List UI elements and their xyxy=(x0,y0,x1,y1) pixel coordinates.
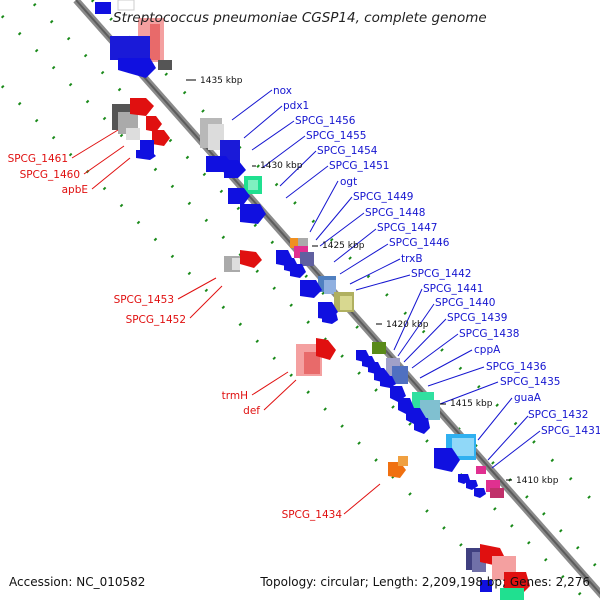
tick-label: 1435 kbp xyxy=(200,76,243,86)
gene-arrow xyxy=(466,480,478,490)
gene-feature xyxy=(420,400,440,420)
gc-track-inner-right xyxy=(90,0,600,510)
gene-arrow xyxy=(414,418,430,434)
gene-feature xyxy=(480,580,492,592)
gene-label: SPCG_1434 xyxy=(282,509,343,521)
topology-text: Topology: circular; Length: 2,209,198 bp… xyxy=(259,575,590,589)
gene-feature xyxy=(110,36,150,60)
gene-feature xyxy=(340,296,352,310)
gene-label: SPCG_1453 xyxy=(114,294,174,306)
gene-arrow xyxy=(118,58,156,78)
tick-label: 1410 kbp xyxy=(516,476,559,486)
gene-label: SPCG_1448 xyxy=(365,207,425,219)
map-title: Streptococcus pneumoniae CGSP14, complet… xyxy=(113,10,487,26)
tick-label: 1430 kbp xyxy=(260,161,303,171)
gene-arrow xyxy=(290,264,306,278)
gene-feature xyxy=(158,60,172,70)
forward-genes xyxy=(95,0,530,600)
gene-arrow xyxy=(474,488,486,498)
gene-feature xyxy=(304,352,320,374)
gene-label: SPCG_1441 xyxy=(423,283,483,295)
gene-label: pdx1 xyxy=(283,100,309,112)
tick-labels: 1435 kbp 1430 kbp 1425 kbp 1420 kbp 1415… xyxy=(200,76,559,486)
gene-label: SPCG_1431 xyxy=(541,425,600,437)
gene-label: SPCG_1455 xyxy=(306,130,366,142)
gene-feature xyxy=(324,280,336,294)
tick-label: 1415 kbp xyxy=(450,399,493,409)
gene-label: trxB xyxy=(401,253,423,265)
gene-arrow xyxy=(300,280,322,298)
gene-feature xyxy=(500,588,524,600)
gene-label: SPCG_1440 xyxy=(435,297,495,309)
kbp-ticks xyxy=(186,79,512,481)
gene-feature xyxy=(476,466,486,474)
gene-feature xyxy=(126,128,140,140)
gene-label: SPCG_1439 xyxy=(447,312,507,324)
gene-arrow xyxy=(240,250,262,268)
gene-label: SPCG_1446 xyxy=(389,237,450,249)
gene-arrow xyxy=(228,188,250,204)
gene-feature xyxy=(248,180,258,190)
gene-label: guaA xyxy=(514,392,542,404)
gene-feature xyxy=(398,456,408,466)
tick-label: 1425 kbp xyxy=(322,241,365,251)
gene-label: trmH xyxy=(222,390,248,402)
gene-label: cppA xyxy=(474,344,501,356)
gene-feature xyxy=(117,0,135,11)
gene-label: nox xyxy=(273,85,292,97)
gene-arrow xyxy=(146,116,162,132)
reverse-gene-labels: SPCG_1461 SPCG_1460 apbE SPCG_1453 SPCG_… xyxy=(8,153,343,521)
gene-feature xyxy=(300,252,314,266)
gene-feature xyxy=(490,488,504,498)
gene-label: SPCG_1442 xyxy=(411,268,471,280)
gene-label: ogt xyxy=(340,176,357,188)
gene-feature xyxy=(452,438,474,456)
reverse-label-lines xyxy=(71,129,381,515)
gene-label: def xyxy=(243,405,260,417)
gene-arrow xyxy=(434,448,460,472)
gene-label: SPCG_1447 xyxy=(377,222,437,234)
gene-label: SPCG_1449 xyxy=(353,191,413,203)
accession-text: Accession: NC_010582 xyxy=(9,575,145,589)
forward-gene-labels: nox pdx1 SPCG_1456 SPCG_1455 SPCG_1454 S… xyxy=(273,85,600,437)
gene-arrow xyxy=(380,376,396,388)
gene-label: SPCG_1452 xyxy=(126,314,186,326)
tick-label: 1420 kbp xyxy=(386,320,429,330)
reverse-genes xyxy=(112,98,408,478)
gene-arrow xyxy=(316,338,336,360)
gene-arrow xyxy=(136,150,156,160)
forward-label-lines xyxy=(231,89,541,469)
gene-arrow xyxy=(224,160,246,178)
gene-label: SPCG_1461 xyxy=(8,153,68,165)
gene-label: SPCG_1432 xyxy=(528,409,588,421)
gene-feature xyxy=(372,342,386,354)
gene-label: apbE xyxy=(62,184,88,196)
gene-label: SPCG_1436 xyxy=(486,361,547,373)
gene-feature xyxy=(298,238,308,250)
gene-arrow xyxy=(152,130,170,146)
gene-arrow xyxy=(130,98,154,116)
gene-feature xyxy=(95,2,111,14)
gene-label: SPCG_1451 xyxy=(329,160,389,172)
gene-label: SPCG_1460 xyxy=(20,169,80,181)
gene-label: SPCG_1454 xyxy=(317,145,378,157)
gene-feature xyxy=(392,366,408,384)
gene-feature xyxy=(150,24,160,60)
gene-label: SPCG_1438 xyxy=(459,328,519,340)
gene-arrow xyxy=(240,204,266,224)
gene-label: SPCG_1456 xyxy=(295,115,356,127)
gene-feature xyxy=(290,238,300,248)
gene-arrow xyxy=(322,312,338,324)
gene-feature xyxy=(232,258,240,270)
gene-label: SPCG_1435 xyxy=(500,376,560,388)
